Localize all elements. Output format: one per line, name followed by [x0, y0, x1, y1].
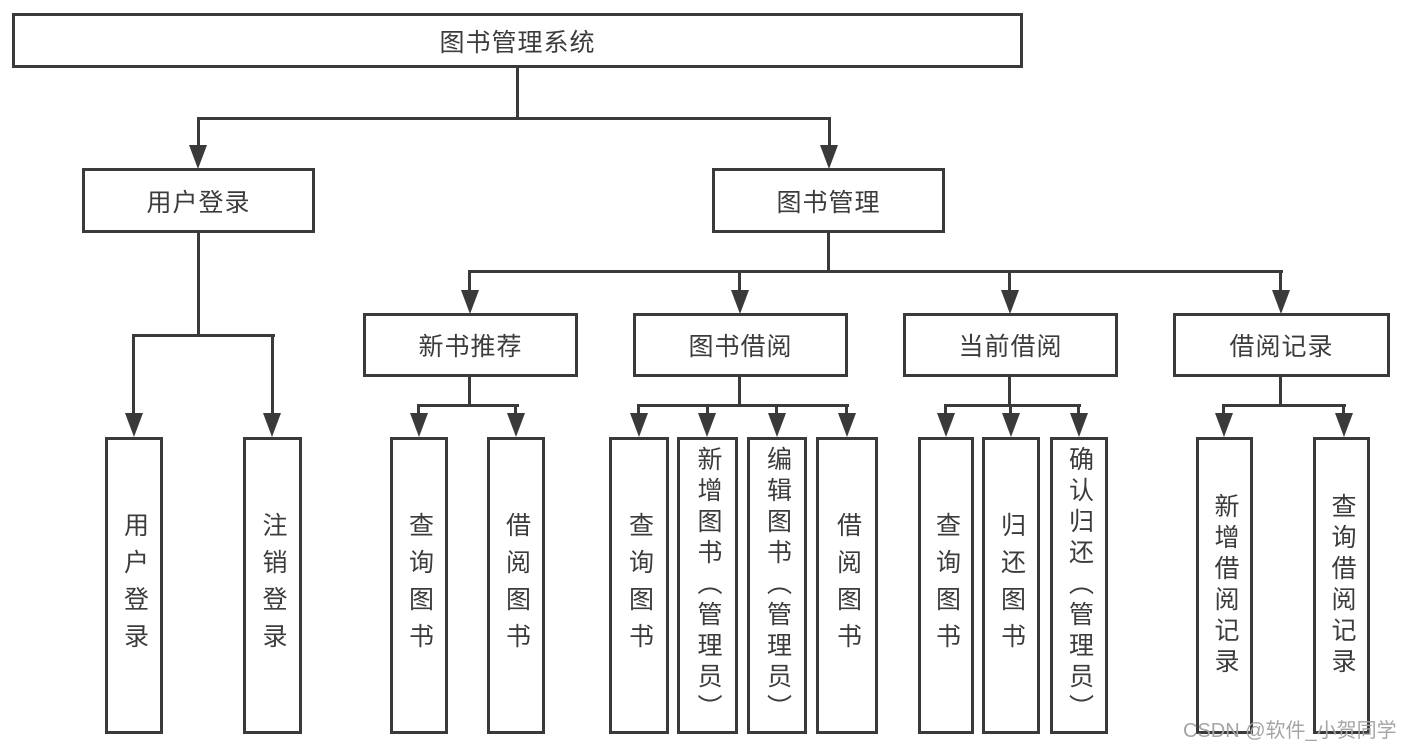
connector-borrow-record-stem: [1279, 377, 1282, 407]
node-borrow-record-label: 借阅记录: [1229, 333, 1334, 361]
arrowhead-cb-confirm: [1070, 413, 1088, 437]
leaf-br-add-record: 新增借阅记录: [1196, 437, 1253, 734]
arrowhead-leaf-login: [125, 413, 143, 437]
connector-drop-borrow-record: [1279, 270, 1282, 293]
arrowhead-book-mgmt: [820, 145, 838, 169]
arrowhead-book-borrow: [731, 290, 749, 314]
connector-current-borrow-stem: [1008, 377, 1011, 407]
arrowhead-user-login: [189, 145, 207, 169]
leaf-bb-add-books: 新增图书（管理员）: [677, 437, 738, 734]
connector-drop-bb-add: [706, 404, 709, 416]
leaf-nb-query-books: 查询图书: [390, 437, 448, 734]
connector-drop-current-borrow: [1008, 270, 1011, 293]
node-new-book-label: 新书推荐: [418, 333, 523, 361]
arrowhead-bb-add: [698, 413, 716, 437]
leaf-bb-borrow-books-label: 借阅图书: [833, 511, 862, 660]
connector-drop-book-borrow: [738, 270, 741, 293]
leaf-bb-borrow-books: 借阅图书: [816, 437, 878, 734]
node-current-borrow-label: 当前借阅: [958, 333, 1063, 361]
connector-new-book-stem: [468, 377, 471, 407]
leaf-br-add-record-label: 新增借阅记录: [1211, 492, 1239, 679]
leaf-br-query-record-label: 查询借阅记录: [1328, 492, 1356, 679]
connector-drop-bb-query: [637, 404, 640, 416]
leaf-logout-label: 注销登录: [259, 511, 287, 660]
leaf-cb-query-books-label: 查询图书: [932, 511, 961, 660]
leaf-cb-confirm-return: 确认归还（管理员）: [1050, 437, 1108, 734]
leaf-br-query-record: 查询借阅记录: [1313, 437, 1370, 734]
node-new-book: 新书推荐: [363, 313, 578, 377]
connector-drop-book-mgmt: [828, 117, 831, 148]
arrowhead-bb-edit: [768, 413, 786, 437]
arrowhead-br-query: [1335, 413, 1353, 437]
connector-drop-br-add: [1222, 404, 1225, 416]
arrowhead-borrow-record: [1272, 290, 1290, 314]
connector-book-borrow-crossbar: [637, 404, 849, 407]
node-book-borrow: 图书借阅: [633, 313, 848, 377]
csdn-watermark: CSDN @软件_小贺同学: [1183, 720, 1397, 742]
connector-drop-nb-query: [417, 404, 420, 416]
connector-drop-cb-query: [944, 404, 947, 416]
arrowhead-nb-query: [410, 413, 428, 437]
node-current-borrow: 当前借阅: [903, 313, 1118, 377]
connector-drop-br-query: [1342, 404, 1345, 416]
connector-drop-cb-return: [1009, 404, 1012, 416]
connector-drop-user-login: [197, 117, 200, 148]
arrowhead-bb-borrow: [838, 413, 856, 437]
connector-user-login-crossbar: [132, 334, 275, 337]
leaf-cb-return-books: 归还图书: [982, 437, 1040, 734]
arrowhead-br-add: [1215, 413, 1233, 437]
leaf-cb-return-books-label: 归还图书: [997, 511, 1026, 660]
connector-drop-bb-edit: [775, 404, 778, 416]
connector-borrow-record-crossbar: [1222, 404, 1346, 407]
node-book-mgmt: 图书管理: [712, 168, 945, 233]
connector-book-mgmt-stem: [827, 233, 830, 273]
node-borrow-record: 借阅记录: [1173, 313, 1390, 377]
arrowhead-nb-borrow: [507, 413, 525, 437]
arrowhead-cb-return: [1002, 413, 1020, 437]
arrowhead-current-borrow: [1001, 290, 1019, 314]
connector-drop-nb-borrow: [514, 404, 517, 416]
connector-drop-bb-borrow: [845, 404, 848, 416]
connector-drop-leaf-logout: [271, 334, 274, 416]
arrowhead-new-book: [461, 290, 479, 314]
leaf-bb-edit-books-label: 编辑图书（管理员）: [763, 446, 792, 725]
leaf-cb-query-books: 查询图书: [918, 437, 974, 734]
leaf-nb-borrow-books: 借阅图书: [487, 437, 545, 734]
connector-current-borrow-crossbar: [944, 404, 1081, 407]
connector-root-stem: [516, 68, 519, 120]
leaf-bb-edit-books: 编辑图书（管理员）: [747, 437, 807, 734]
connector-root-crossbar: [197, 117, 831, 120]
leaf-bb-query-books-label: 查询图书: [625, 511, 654, 660]
arrowhead-cb-query: [937, 413, 955, 437]
connector-drop-cb-confirm: [1077, 404, 1080, 416]
leaf-nb-query-books-label: 查询图书: [405, 511, 434, 660]
node-book-mgmt-label: 图书管理: [776, 188, 881, 217]
connector-new-book-crossbar: [417, 404, 519, 407]
node-user-login-label: 用户登录: [146, 188, 251, 217]
arrowhead-bb-query: [630, 413, 648, 437]
leaf-user-login-label: 用户登录: [120, 511, 149, 660]
leaf-cb-confirm-return-label: 确认归还（管理员）: [1065, 446, 1094, 725]
leaf-logout: 注销登录: [243, 437, 302, 734]
connector-drop-leaf-login: [132, 334, 135, 416]
connector-drop-new-book: [468, 270, 471, 293]
node-library-system-label: 图书管理系统: [439, 28, 596, 57]
leaf-nb-borrow-books-label: 借阅图书: [502, 511, 531, 660]
leaf-bb-add-books-label: 新增图书（管理员）: [694, 446, 722, 725]
connector-book-mgmt-crossbar: [468, 270, 1283, 273]
connector-book-borrow-stem: [738, 377, 741, 407]
connector-user-login-stem: [197, 233, 200, 337]
leaf-user-login: 用户登录: [105, 437, 163, 734]
arrowhead-leaf-logout: [263, 413, 281, 437]
leaf-bb-query-books: 查询图书: [609, 437, 669, 734]
node-book-borrow-label: 图书借阅: [688, 333, 793, 361]
node-user-login: 用户登录: [82, 168, 315, 233]
node-library-system: 图书管理系统: [12, 13, 1023, 68]
